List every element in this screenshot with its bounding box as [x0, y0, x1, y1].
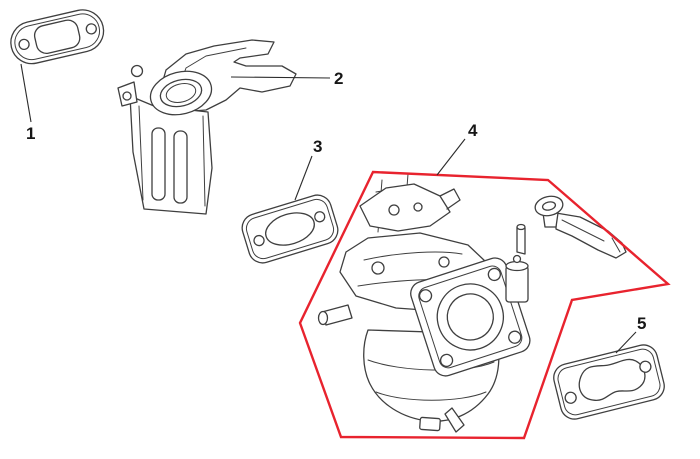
carb-detail-hole — [371, 261, 385, 275]
lever-pin-top — [516, 223, 526, 231]
gasket-opening — [33, 19, 81, 54]
mount-flange — [410, 257, 531, 377]
solenoid-body — [505, 265, 529, 303]
drain-screw — [444, 407, 465, 433]
lever-arm-tip — [611, 237, 621, 253]
bolt-hole — [639, 360, 652, 373]
lever-arm-detail — [561, 219, 605, 242]
solenoid-terminal — [512, 254, 522, 264]
fuel-inlet-end — [317, 310, 329, 326]
lever-pin — [516, 226, 526, 255]
bolt-hole — [314, 211, 326, 223]
gasket-opening — [578, 358, 646, 401]
callout-1-leader — [20, 63, 32, 123]
bracket-hole — [413, 202, 423, 212]
callout-3-label[interactable]: 3 — [313, 137, 322, 156]
flange-bolt-hole — [418, 289, 433, 303]
callout-leaders — [20, 63, 637, 354]
carb-body-line — [363, 251, 463, 261]
fuel-solenoid — [505, 254, 529, 303]
callout-labels: 1 2 3 4 5 — [26, 69, 646, 333]
bowl-band-line — [375, 391, 487, 401]
flange-bolt-hole — [439, 353, 454, 368]
bowl-band-line — [367, 359, 495, 371]
bowl-nut — [419, 416, 441, 432]
bracket-hole — [388, 204, 400, 216]
callout-2-label[interactable]: 2 — [334, 69, 343, 88]
callout-4-label[interactable]: 4 — [468, 121, 478, 140]
lever-arm — [555, 212, 627, 259]
part-4-carburetor[interactable] — [317, 173, 534, 433]
callout-2-leader — [230, 76, 331, 79]
block-slot — [151, 127, 166, 201]
bolt-hole — [130, 64, 144, 78]
callout-5-leader — [615, 331, 637, 354]
callout-5-label[interactable]: 5 — [637, 314, 646, 333]
callout-3-leader — [294, 155, 313, 201]
part-1-gasket[interactable] — [7, 6, 108, 68]
callout-1-label[interactable]: 1 — [26, 124, 35, 143]
flange-bolt-hole — [487, 267, 501, 282]
part-4-highlight[interactable] — [298, 170, 671, 440]
part-2-insulator[interactable] — [117, 39, 297, 215]
carb-bore-center — [165, 83, 197, 103]
bolt-hole — [564, 391, 577, 404]
linkage-hook — [439, 188, 461, 210]
block-inner-line — [138, 105, 144, 201]
top-bracket — [359, 183, 451, 232]
part-3-gasket[interactable] — [239, 192, 342, 267]
block-inner-line — [202, 115, 206, 207]
gasket-opening — [265, 212, 315, 246]
part-4-choke-lever[interactable] — [516, 194, 627, 259]
flange-bolt-hole — [508, 330, 522, 344]
lever-knob-center — [541, 201, 557, 211]
bolt-hole — [253, 234, 265, 247]
venturi-bore-inner — [446, 293, 494, 341]
bolt-hole — [122, 91, 132, 101]
bolt-hole — [85, 23, 97, 35]
part-5-gasket[interactable] — [551, 342, 667, 422]
carb-detail-hole — [438, 256, 450, 268]
callout-4-leader — [436, 138, 466, 176]
bolt-hole — [18, 38, 30, 51]
block-slot — [173, 130, 188, 204]
throttle-linkage — [359, 173, 461, 233]
